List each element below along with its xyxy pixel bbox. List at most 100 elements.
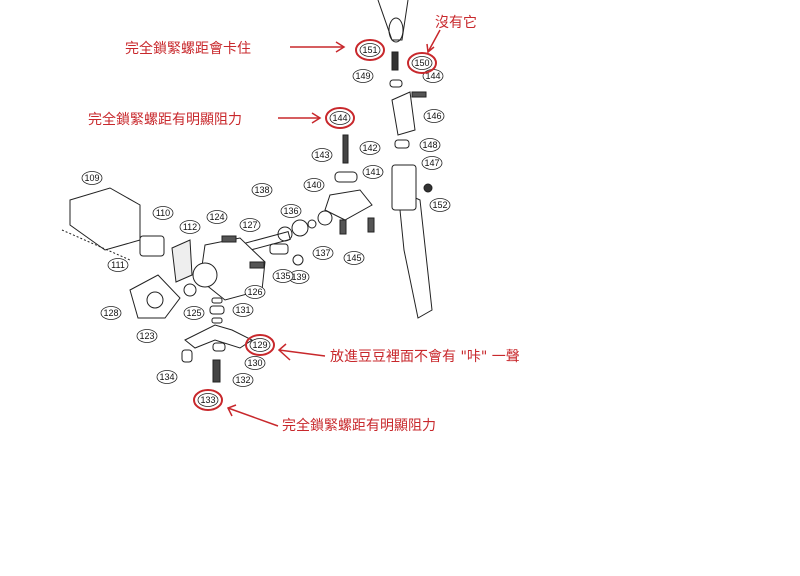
part-number: 148	[422, 140, 437, 150]
washer-131b	[211, 317, 223, 324]
part-number: 110	[156, 208, 170, 218]
bead-130	[212, 342, 226, 352]
part-label-150: 150	[407, 52, 437, 74]
part-label-112: 112	[179, 220, 201, 234]
part-number: 123	[139, 331, 154, 341]
part-label-123: 123	[136, 329, 158, 343]
ring-137	[307, 219, 317, 229]
part-number: 128	[103, 308, 118, 318]
part-labels: 1091101111121241271381361401411421431441…	[81, 39, 451, 411]
part-label-145: 145	[343, 251, 365, 265]
label-oval	[411, 56, 433, 70]
part-number: 135	[275, 271, 290, 281]
annotation-133: 完全鎖緊螺距有明顯阻力	[282, 417, 436, 434]
part-label-144: 144	[325, 107, 355, 129]
annotation-150: 沒有它	[435, 14, 477, 31]
bearing-125	[183, 283, 197, 297]
part-number: 125	[186, 308, 201, 318]
part-number: 134	[159, 372, 174, 382]
label-oval	[249, 338, 271, 352]
nut-152	[423, 183, 433, 193]
label-oval	[136, 329, 158, 343]
arrow-133	[227, 407, 279, 427]
part-number: 150	[414, 58, 429, 68]
part-label-137: 137	[312, 246, 334, 260]
label-oval	[156, 370, 178, 384]
annotation-129: 放進豆豆裡面不會有 "咔" 一聲	[330, 348, 520, 365]
annotations	[226, 29, 441, 427]
label-oval	[429, 198, 451, 212]
part-label-143: 143	[311, 148, 333, 162]
part-number: 147	[424, 158, 439, 168]
part-label-133: 133	[193, 389, 223, 411]
arm-129	[184, 324, 253, 349]
part-label-131: 131	[232, 303, 254, 317]
spindle-arm	[377, 0, 409, 41]
link-141	[334, 171, 358, 183]
motor-109	[69, 187, 141, 251]
part-label-125: 125	[183, 306, 205, 320]
part-label-127: 127	[239, 218, 261, 232]
arrowhead-150	[426, 43, 435, 54]
highlight-circle	[245, 334, 275, 356]
part-label-136: 136	[280, 204, 302, 218]
axis-line	[61, 229, 131, 261]
bearing-138a	[317, 210, 333, 226]
gear-112	[171, 239, 193, 283]
part-label-132: 132	[232, 373, 254, 387]
part-number: 129	[252, 340, 267, 350]
label-oval	[312, 246, 334, 260]
part-label-129: 129	[245, 334, 275, 356]
part-label-124: 124	[206, 210, 228, 224]
label-oval	[107, 258, 129, 272]
part-label-146: 146	[423, 109, 445, 123]
part-label-152: 152	[429, 198, 451, 212]
part-number: 112	[183, 222, 197, 232]
highlight-circle	[407, 52, 437, 74]
part-label-144: 144	[422, 69, 444, 83]
label-oval	[343, 251, 365, 265]
part-number: 133	[200, 395, 215, 405]
part-number: 145	[346, 253, 361, 263]
label-oval	[359, 43, 381, 57]
washer-131a	[211, 297, 223, 304]
part-number: 141	[365, 167, 380, 177]
part-number: 111	[111, 260, 125, 270]
part-number: 131	[235, 305, 250, 315]
label-oval	[206, 210, 228, 224]
part-label-126: 126	[244, 285, 266, 299]
mixer-140	[324, 189, 373, 221]
screw-133	[212, 359, 221, 383]
part-number: 139	[291, 272, 306, 282]
part-number: 151	[362, 45, 377, 55]
bearing-136	[291, 219, 309, 237]
screw-126	[249, 261, 265, 269]
screw-145b	[367, 217, 375, 233]
label-oval	[232, 373, 254, 387]
label-oval	[352, 69, 374, 83]
arrowhead-151	[335, 41, 346, 53]
label-oval	[197, 393, 219, 407]
part-label-151: 151	[355, 39, 385, 61]
part-label-109: 109	[81, 171, 103, 185]
part-number: 144	[425, 71, 440, 81]
part-label-134: 134	[156, 370, 178, 384]
part-label-138: 138	[251, 183, 273, 197]
annotation-151: 完全鎖緊螺距會卡住	[125, 40, 251, 57]
part-number: 144	[332, 113, 347, 123]
part-label-110: 110	[152, 206, 174, 220]
screw-144r	[411, 91, 427, 98]
gear-125	[192, 262, 218, 288]
part-label-141: 141	[362, 165, 384, 179]
label-oval	[100, 306, 122, 320]
label-oval	[419, 138, 441, 152]
label-oval	[421, 156, 443, 170]
label-oval	[244, 356, 266, 370]
screw-144	[342, 134, 349, 164]
part-number: 127	[242, 220, 257, 230]
part-number: 142	[362, 143, 377, 153]
part-number: 143	[314, 150, 329, 160]
part-number: 136	[283, 206, 298, 216]
